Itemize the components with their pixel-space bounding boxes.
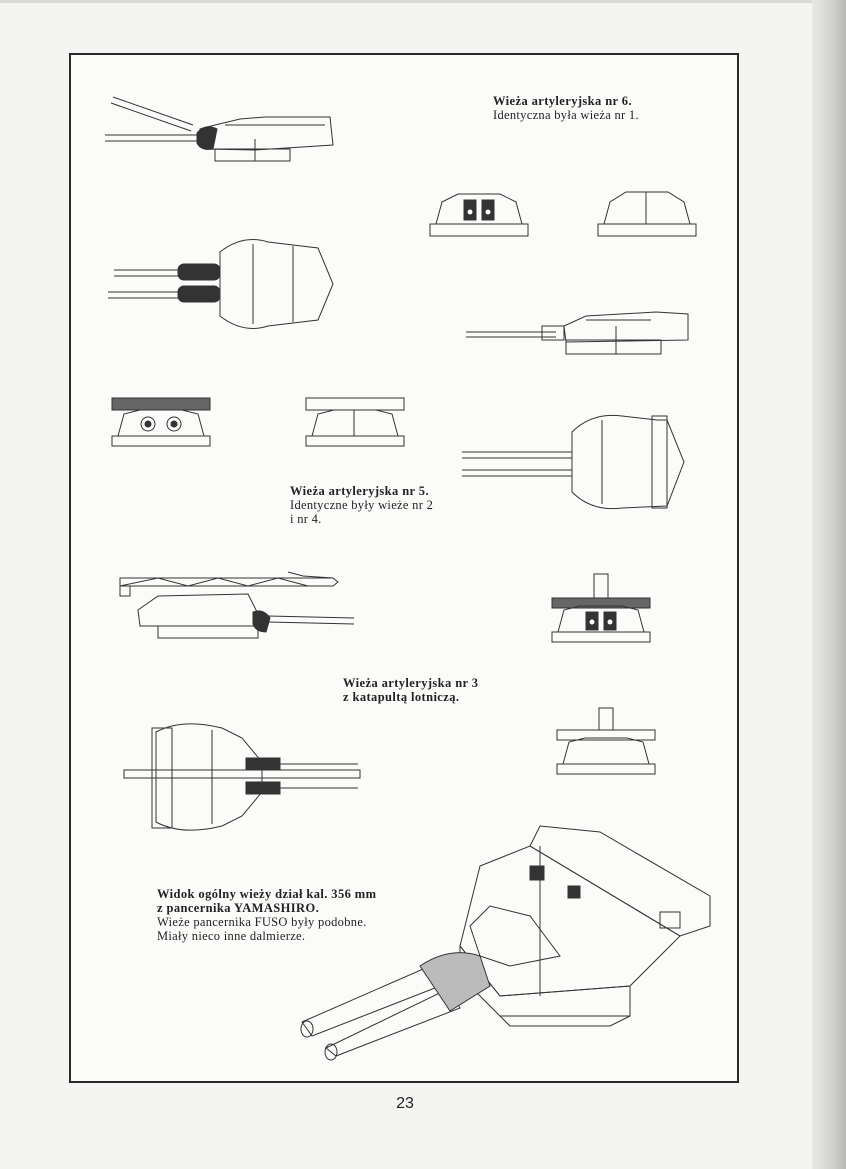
turret3-side-view-with-catapult	[118, 566, 358, 644]
caption-turret-6: Wieża artyleryjska nr 6. Identyczna była…	[493, 94, 639, 122]
illustration-frame	[69, 53, 739, 1083]
caption-turret-5-note-2: i nr 4.	[290, 512, 322, 526]
turret6-side-view	[105, 95, 337, 167]
caption-turret-5-note-1: Identyczne były wieże nr 2	[290, 498, 434, 512]
caption-general-note-2: Miały nieco inne dalmierze.	[157, 929, 306, 943]
page-number: 23	[396, 1095, 414, 1112]
turret-side-view-right	[466, 306, 691, 356]
turret-general-perspective-view	[300, 826, 720, 1056]
caption-turret-3: Wieża artyleryjska nr 3 z katapultą lotn…	[343, 676, 478, 704]
caption-general-title-2: z pancernika YAMASHIRO.	[157, 901, 320, 915]
turret6-top-view	[108, 234, 333, 334]
turret3-top-view	[122, 722, 362, 832]
caption-turret-6-note: Identyczna była wieża nr 1.	[493, 108, 639, 122]
caption-general-note-1: Wieże pancernika FUSO były podobne.	[157, 915, 367, 929]
caption-general-title-1: Widok ogólny wieży dział kal. 356 mm	[157, 887, 377, 901]
caption-turret-3-title-2: z katapultą lotniczą.	[343, 690, 460, 704]
turret5-front-view	[110, 396, 212, 448]
caption-turret-3-title-1: Wieża artyleryjska nr 3	[343, 676, 479, 690]
caption-turret-6-title: Wieża artyleryjska nr 6.	[493, 94, 632, 108]
turret5-top-view	[462, 412, 687, 512]
binding-edge	[812, 0, 846, 1169]
caption-turret-5: Wieża artyleryjska nr 5. Identyczne były…	[290, 484, 433, 526]
turret6-rear-view	[596, 188, 698, 238]
caption-turret-5-title: Wieża artyleryjska nr 5.	[290, 484, 429, 498]
turret5-rear-view	[304, 396, 406, 448]
turret3-rear-view	[555, 706, 657, 776]
turret6-front-view	[428, 188, 530, 238]
caption-general-view: Widok ogólny wieży dział kal. 356 mm z p…	[157, 887, 376, 943]
turret3-front-view	[550, 572, 652, 644]
page-top-edge	[0, 0, 846, 3]
